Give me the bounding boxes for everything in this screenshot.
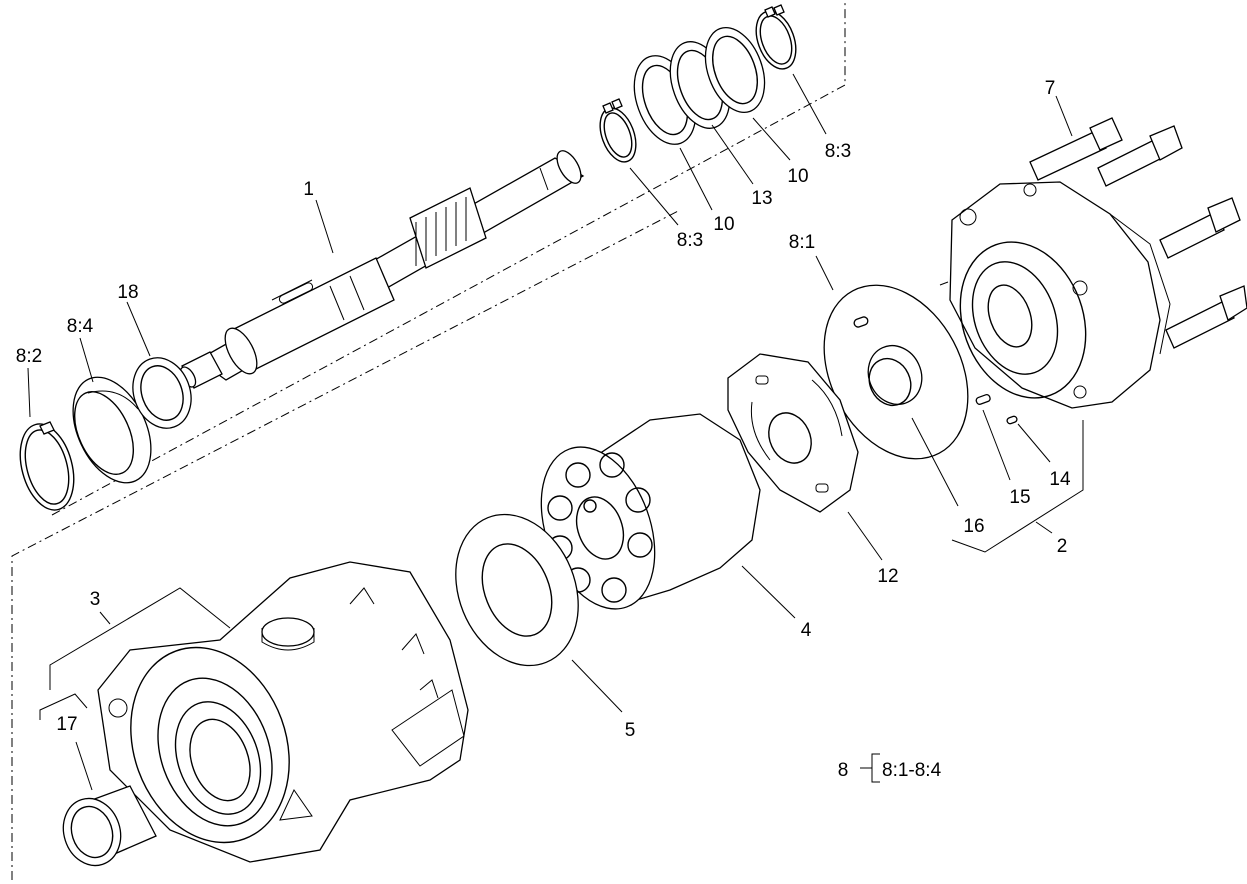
shaft-part xyxy=(179,150,585,389)
washer-18 xyxy=(132,357,192,429)
callout-8-1: 8:1 xyxy=(789,232,815,253)
callout-5: 5 xyxy=(625,720,636,741)
callout-16: 16 xyxy=(963,516,984,537)
bearing-17 xyxy=(62,785,157,867)
callout-7: 7 xyxy=(1045,78,1056,99)
centerline-lower xyxy=(11,209,681,880)
callout-2: 2 xyxy=(1057,536,1068,557)
callout-8-3-right: 8:3 xyxy=(825,141,851,162)
cylinder-barrel-4 xyxy=(540,413,761,610)
callout-13: 13 xyxy=(751,188,772,209)
thrust-plate-5 xyxy=(455,513,579,667)
callout-labels: 1 18 8:4 8:2 8:3 10 13 10 8:3 7 8:1 16 1… xyxy=(16,78,1071,781)
callout-4: 4 xyxy=(801,620,812,641)
retaining-ring-8-2 xyxy=(19,421,75,511)
needle-bearing-16 xyxy=(867,345,923,407)
callout-14: 14 xyxy=(1049,469,1071,490)
leader-lines xyxy=(27,73,1084,791)
sleeve-8-4 xyxy=(72,376,152,484)
callout-15: 15 xyxy=(1009,487,1030,508)
callout-10-right: 10 xyxy=(787,166,808,187)
kit-range: 8:1-8:4 xyxy=(882,760,942,781)
snap-ring-8-3-left xyxy=(599,98,637,163)
kit-bracket xyxy=(860,753,880,783)
callout-1: 1 xyxy=(303,179,314,200)
housing-3 xyxy=(97,561,469,863)
end-cover-2 xyxy=(939,181,1171,409)
shim-10-right xyxy=(704,26,766,114)
callout-12: 12 xyxy=(877,566,898,587)
kit-number: 8 xyxy=(838,760,849,781)
callout-18: 18 xyxy=(117,282,138,303)
callout-3: 3 xyxy=(90,589,101,610)
callout-17: 17 xyxy=(56,714,77,735)
bolts-7 xyxy=(1029,117,1247,349)
callout-8-2: 8:2 xyxy=(16,346,42,367)
centerline-upper xyxy=(51,2,846,516)
snap-ring-8-3-right xyxy=(755,4,797,70)
valve-plate-12 xyxy=(727,353,859,513)
pins-14-15 xyxy=(975,393,1018,425)
callout-8-3-left: 8:3 xyxy=(677,230,703,251)
callout-8-4: 8:4 xyxy=(67,316,94,337)
callout-10-left: 10 xyxy=(713,214,734,235)
